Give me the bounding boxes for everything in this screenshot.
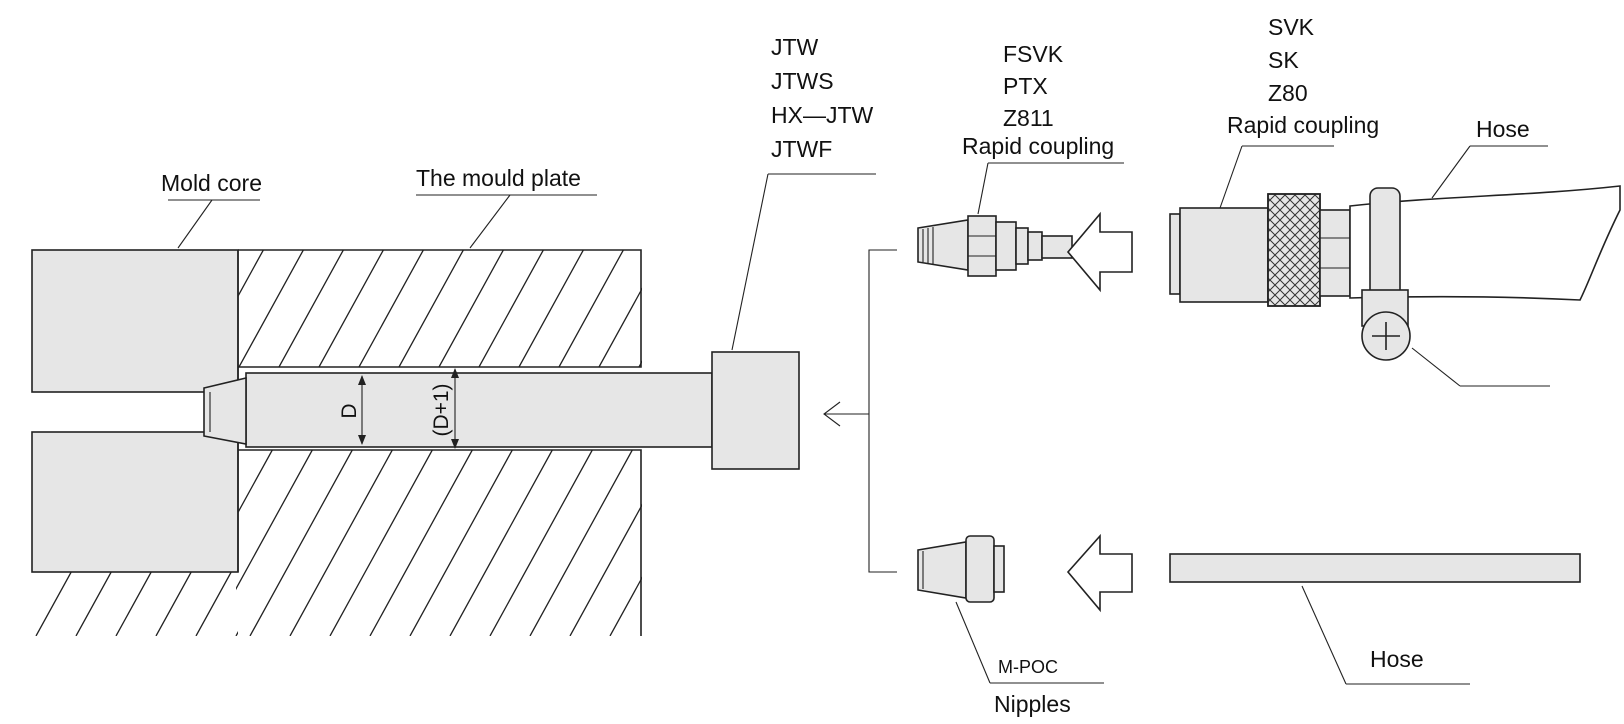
hatch-line	[249, 450, 353, 636]
selection-bracket	[823, 249, 897, 573]
hatch-line	[236, 450, 273, 518]
hatch-line	[478, 250, 544, 367]
hatch-line	[558, 250, 624, 367]
hose-bottom-leader	[1301, 585, 1347, 685]
cooling-channel	[203, 366, 713, 451]
insert-arrow-lower	[1066, 533, 1133, 613]
dim-d-label: D	[338, 403, 361, 418]
mould-plate	[0, 249, 752, 636]
hatch-line	[358, 250, 424, 367]
hatch-line	[289, 450, 393, 636]
hose-upper	[1349, 185, 1621, 301]
hatch-line	[409, 450, 513, 636]
fsvk-fitting	[917, 215, 1073, 277]
hatch-line	[278, 250, 344, 367]
hatch-line	[155, 572, 192, 636]
hatch-line	[638, 360, 642, 367]
hatch-line	[236, 250, 264, 302]
hatch-line	[318, 250, 384, 367]
mpoc-label: M-POC	[998, 657, 1058, 677]
jtw-code-3: JTWF	[771, 136, 832, 162]
mold-core-leader	[177, 199, 213, 249]
svk-coupling	[1169, 193, 1351, 307]
jtw-codes: JTW JTWS HX—JTW JTWF	[771, 34, 874, 162]
fsvk-code-0: FSVK	[1003, 41, 1064, 67]
jtw-leader	[731, 173, 769, 351]
svk-code-1: SK	[1268, 47, 1299, 73]
svk-codes: SVK SK Z80	[1268, 14, 1315, 106]
hatch-line	[0, 572, 31, 636]
hose-bottom-label: Hose	[1370, 646, 1424, 672]
fsvk-code-1: PTX	[1003, 73, 1048, 99]
dim-d1-label: (D+1)	[430, 383, 453, 436]
hose-lower	[1169, 553, 1581, 583]
clamp-leader	[1411, 347, 1461, 387]
hatch-line	[650, 450, 752, 636]
dimension-d1: (D+1)	[430, 368, 459, 449]
hatch-line	[569, 503, 642, 636]
mould-plate-label: The mould plate	[416, 165, 581, 191]
channel-tip	[203, 376, 247, 445]
hatch-line	[598, 287, 642, 367]
hatch-line	[449, 450, 553, 636]
hatch-line	[195, 572, 232, 636]
rapid-coupling-left-leader	[977, 162, 989, 215]
hatch-line	[438, 250, 504, 367]
rapid-coupling-right-label: Rapid coupling	[1227, 112, 1379, 138]
jtw-code-1: JTWS	[771, 68, 834, 94]
hatch-line	[236, 450, 313, 591]
hatch-line	[369, 450, 473, 636]
hatch-line	[238, 250, 304, 367]
nipples-label: Nipples	[994, 691, 1071, 717]
hose-clamp	[1361, 187, 1411, 361]
jtw-code-2: HX—JTW	[771, 102, 874, 128]
hatch-line	[35, 572, 72, 636]
hatch-line	[75, 572, 112, 636]
mpoc-nipple	[917, 535, 1005, 603]
hose-top-label: Hose	[1476, 116, 1530, 142]
hatch-line	[329, 450, 433, 636]
hatch-line	[609, 576, 642, 636]
insert-arrow-upper	[1066, 211, 1133, 293]
jtw-plug	[711, 351, 800, 470]
mpoc-leader	[955, 601, 991, 684]
rapid-coupling-right-leader	[1219, 145, 1243, 209]
fsvk-codes: FSVK PTX Z811	[1003, 41, 1064, 131]
hatch-line	[235, 631, 238, 636]
rapid-coupling-left-label: Rapid coupling	[962, 133, 1114, 159]
hatch-line	[115, 572, 152, 636]
mold-core	[31, 249, 239, 573]
jtw-code-0: JTW	[771, 34, 819, 60]
dimension-d: D	[338, 375, 366, 445]
mold-core-label: Mold core	[161, 170, 262, 196]
hatch-line	[489, 450, 593, 636]
hatch-line	[518, 250, 584, 367]
hatch-line	[529, 450, 633, 636]
svk-code-0: SVK	[1268, 14, 1315, 40]
hose-top-leader	[1431, 145, 1471, 199]
svk-code-2: Z80	[1268, 80, 1308, 106]
hatch-line	[276, 572, 311, 636]
fsvk-code-2: Z811	[1003, 105, 1054, 131]
hatch-line	[679, 250, 743, 367]
mould-plate-leader	[469, 194, 511, 249]
hatch-line	[398, 250, 464, 367]
